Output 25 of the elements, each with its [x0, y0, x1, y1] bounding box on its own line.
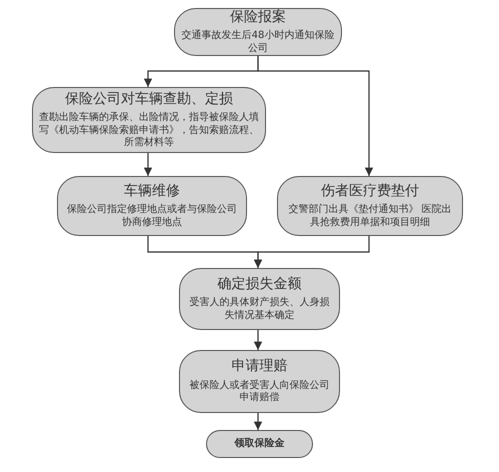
process-box	[179, 268, 340, 330]
box-description: 受害人的具体财产损失、人身损失情况基本确定	[188, 297, 330, 322]
box-description: 交通事故发生后48小时内通知保险公司	[181, 30, 335, 56]
process-box	[32, 87, 266, 153]
box-title: 保险报案	[230, 8, 286, 26]
box-title: 申请理赔	[232, 358, 288, 376]
box-title: 确定损失金额	[218, 276, 302, 294]
box-title: 领取保险金	[234, 438, 284, 450]
arrow	[144, 153, 152, 176]
box-title: 保险公司对车辆查勘、定损	[65, 90, 233, 108]
box-description: 保险公司指定修理地点或者与保险公司协商修理地点	[66, 204, 238, 230]
arrow	[254, 236, 370, 268]
process-box	[277, 176, 463, 236]
process-box	[57, 176, 247, 236]
arrow	[254, 413, 262, 430]
arrow	[254, 330, 262, 350]
arrow	[257, 56, 374, 176]
box-title: 伤者医疗费垫付	[321, 182, 419, 200]
process-box	[174, 8, 342, 56]
process-box	[179, 350, 340, 413]
process-box	[206, 430, 313, 458]
box-description: 查勘出险车辆的承保、出险情况，指导被保险人填写《机动车辆保险索赔申请书》，告知索赔流程、所需材料等	[39, 112, 259, 150]
box-description: 被保险人或者受害人向保险公司申请赔偿	[188, 380, 330, 405]
box-title: 车辆维修	[124, 182, 180, 200]
box-description: 交警部门出具《垫付通知书》 医院出具抢救费用单据和项目明细	[287, 204, 453, 230]
